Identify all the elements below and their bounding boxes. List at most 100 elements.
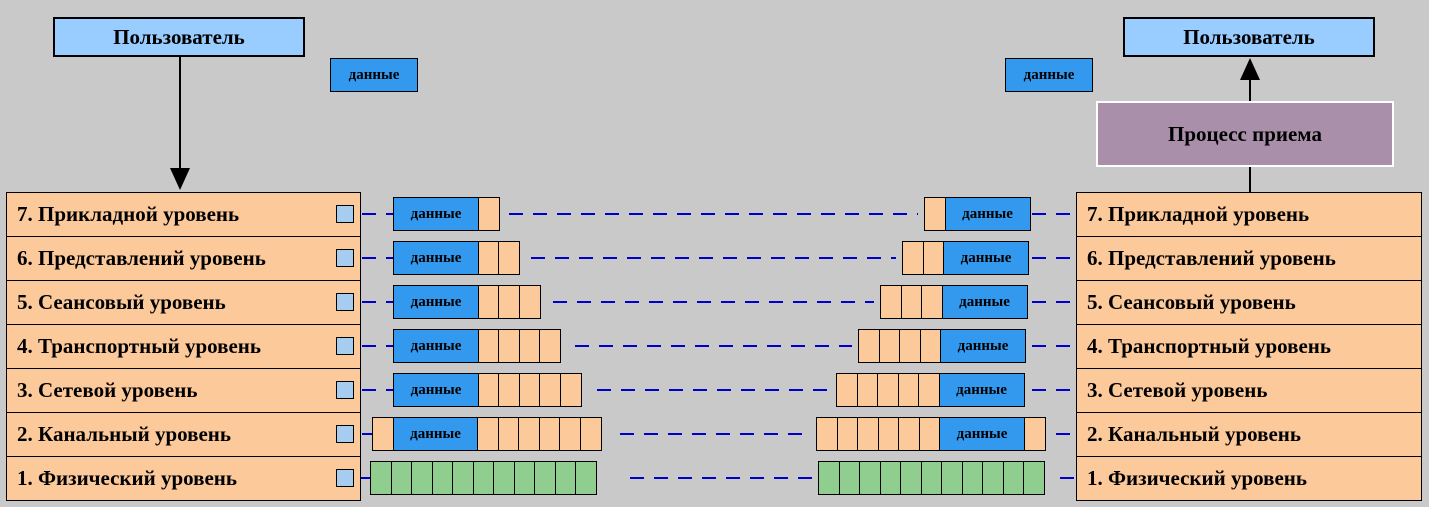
packet-left: данные: [393, 329, 561, 363]
data-cell: данные: [943, 241, 1029, 275]
packet-left: данные: [393, 197, 500, 231]
bit-cell: [575, 461, 597, 495]
layer-left: 2. Канальный уровень: [6, 412, 361, 457]
bit-cell: [411, 461, 433, 495]
header-cell: [877, 417, 900, 451]
header-cell: [858, 329, 880, 363]
header-cell: [518, 373, 541, 407]
bit-cell: [900, 461, 922, 495]
data-cell: данные: [393, 241, 479, 275]
layer-port-left: [336, 293, 354, 311]
header-cell: [836, 417, 859, 451]
layer-right: 5. Сеансовый уровень: [1076, 280, 1422, 325]
header-cell: [477, 241, 500, 275]
layer-right: 3. Сетевой уровень: [1076, 368, 1422, 413]
header-cell: [477, 329, 500, 363]
layer-right: 4. Транспортный уровень: [1076, 324, 1422, 369]
layer-port-left: [336, 337, 354, 355]
packet-left: данные: [393, 241, 520, 275]
data-label-right: данные: [1005, 58, 1093, 92]
layer-port-left: [336, 469, 354, 487]
bit-cell: [1023, 461, 1045, 495]
header-cell: [902, 241, 924, 275]
bit-cell: [452, 461, 474, 495]
bit-cell: [859, 461, 881, 495]
header-cell: [878, 329, 901, 363]
data-cell: данные: [944, 197, 1031, 231]
header-cell: [898, 417, 920, 451]
header-cell: [921, 285, 943, 319]
header-cell: [477, 285, 500, 319]
bit-cell: [818, 461, 840, 495]
header-cell: [498, 285, 520, 319]
header-cell: [816, 417, 838, 451]
layer-port-left: [336, 205, 354, 223]
bit-cell: [838, 461, 861, 495]
header-cell: [877, 373, 899, 407]
header-cell: [518, 329, 541, 363]
packet-right: данные: [836, 373, 1025, 407]
header-cell: [836, 373, 858, 407]
bit-cell: [920, 461, 943, 495]
bit-cell: [513, 461, 536, 495]
packet-right: данные: [858, 329, 1026, 363]
bit-cell: [472, 461, 495, 495]
header-cell: [579, 417, 602, 451]
header-cell: [919, 329, 942, 363]
data-cell: данные: [393, 329, 479, 363]
header-cell: [922, 241, 945, 275]
layer-right: 6. Представлений уровень: [1076, 236, 1422, 281]
bit-cell: [390, 461, 413, 495]
bit-cell: [879, 461, 902, 495]
header-cell: [857, 417, 879, 451]
packet-left: данные: [372, 417, 602, 451]
data-cell: данные: [940, 329, 1026, 363]
layer-right: 2. Канальный уровень: [1076, 412, 1422, 457]
receive-process-box: Процесс приема: [1096, 101, 1394, 167]
header-cell: [518, 285, 541, 319]
packet-left: данные: [393, 285, 541, 319]
data-cell: данные: [393, 373, 479, 407]
layer-left: 6. Представлений уровень: [6, 236, 361, 281]
packet-right: данные: [880, 285, 1028, 319]
physical-bits-right: [818, 461, 1045, 495]
packet-left: данные: [393, 373, 582, 407]
data-cell: данные: [392, 417, 479, 451]
bit-cell: [961, 461, 984, 495]
layer-port-left: [336, 249, 354, 267]
layer-left: 7. Прикладной уровень: [6, 192, 361, 237]
layer-left: 4. Транспортный уровень: [6, 324, 361, 369]
header-cell: [477, 197, 500, 231]
header-cell: [900, 285, 923, 319]
header-cell: [497, 417, 520, 451]
layer-port-left: [336, 381, 354, 399]
header-cell: [538, 417, 561, 451]
layer-port-left: [336, 425, 354, 443]
data-label-left: данные: [330, 58, 418, 92]
data-cell: данные: [393, 285, 479, 319]
bit-cell: [493, 461, 515, 495]
header-cell: [498, 373, 520, 407]
user-box-left: Пользователь: [53, 17, 305, 57]
user-box-right: Пользователь: [1123, 17, 1375, 57]
layer-right: 1. Физический уровень: [1076, 456, 1422, 501]
bit-cell: [982, 461, 1004, 495]
layer-right: 7. Прикладной уровень: [1076, 192, 1422, 237]
header-cell: [539, 329, 561, 363]
header-cell: [539, 373, 561, 407]
trailer-cell: [1023, 417, 1046, 451]
header-cell: [897, 373, 920, 407]
bit-cell: [431, 461, 454, 495]
header-cell: [498, 241, 520, 275]
header-cell: [899, 329, 921, 363]
data-cell: данные: [393, 197, 479, 231]
header-cell: [559, 417, 581, 451]
bit-cell: [1002, 461, 1025, 495]
layer-left: 5. Сеансовый уровень: [6, 280, 361, 325]
physical-bits-left: [370, 461, 597, 495]
header-cell: [924, 197, 946, 231]
bit-cell: [554, 461, 577, 495]
header-cell: [498, 329, 520, 363]
layer-left: 1. Физический уровень: [6, 456, 361, 501]
